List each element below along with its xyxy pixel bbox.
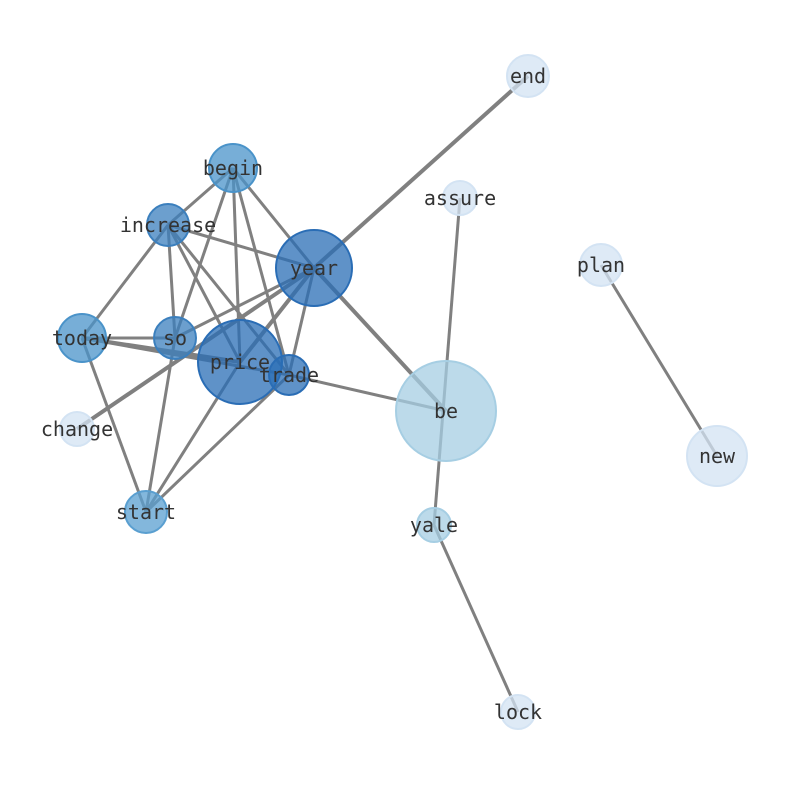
node-circle[interactable] [686, 425, 748, 487]
node-label: start [116, 500, 176, 524]
node-label: increase [120, 213, 216, 237]
node-circle[interactable] [442, 180, 478, 216]
node-lock[interactable]: lock [494, 694, 542, 730]
node-circle[interactable] [124, 490, 168, 534]
edge-today-start [80, 337, 148, 513]
node-start[interactable]: start [116, 490, 176, 534]
node-label: lock [494, 700, 542, 724]
node-be[interactable]: be [395, 360, 497, 462]
node-circle[interactable] [59, 411, 95, 447]
edge-begin-so [173, 167, 235, 339]
edge-so-start [144, 337, 177, 513]
node-label: yale [410, 513, 458, 537]
node-circle[interactable] [57, 313, 107, 363]
node-label: plan [577, 253, 625, 277]
node-change[interactable]: change [41, 411, 113, 447]
node-yale[interactable]: yale [410, 507, 458, 543]
edge-trade-start [144, 373, 291, 514]
node-circle[interactable] [146, 203, 190, 247]
node-label: trade [259, 363, 319, 387]
node-label: assure [424, 186, 496, 210]
node-circle[interactable] [268, 354, 310, 396]
node-label: be [434, 399, 458, 423]
node-label: end [510, 64, 546, 88]
node-assure[interactable]: assure [424, 180, 496, 216]
node-label: begin [203, 156, 263, 180]
node-end[interactable]: end [506, 54, 550, 98]
node-today[interactable]: today [52, 313, 112, 363]
node-circle[interactable] [153, 316, 197, 360]
edge-begin-trade [231, 167, 291, 376]
node-circle[interactable] [506, 54, 550, 98]
node-circle[interactable] [395, 360, 497, 462]
edge-plan-new [599, 264, 719, 457]
node-plan[interactable]: plan [577, 243, 625, 287]
node-year[interactable]: year [275, 229, 353, 307]
node-circle[interactable] [275, 229, 353, 307]
node-increase[interactable]: increase [120, 203, 216, 247]
node-circle[interactable] [208, 143, 258, 193]
node-new[interactable]: new [686, 425, 748, 487]
edges [75, 74, 719, 713]
node-label: change [41, 417, 113, 441]
node-circle[interactable] [500, 694, 536, 730]
node-price[interactable]: price [197, 319, 283, 405]
node-so[interactable]: so [153, 316, 197, 360]
node-label: new [699, 444, 736, 468]
node-circle[interactable] [416, 507, 452, 543]
edge-yale-lock [432, 524, 520, 713]
node-label: year [290, 256, 338, 280]
edge-year-end [312, 74, 530, 270]
node-label: so [163, 326, 187, 350]
node-circle[interactable] [579, 243, 623, 287]
node-begin[interactable]: begin [203, 143, 263, 193]
node-label: today [52, 326, 112, 350]
edge-year-change [75, 266, 316, 431]
node-trade[interactable]: trade [259, 354, 319, 396]
node-label: price [210, 350, 270, 374]
